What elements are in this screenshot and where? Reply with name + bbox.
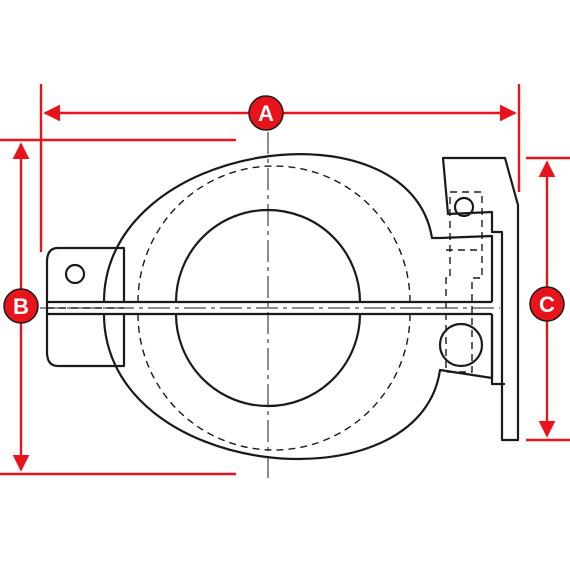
dim-a-badge-circle [248, 95, 284, 131]
hidden-screw [445, 191, 483, 373]
dim-b-label: B [13, 294, 29, 319]
left-ear [45, 246, 126, 368]
clamp-outline [45, 153, 520, 461]
clamp-lower-half [102, 313, 494, 461]
left-ear-hole [64, 263, 86, 285]
latch-pin-top [453, 196, 475, 218]
hidden-circle-lower [137, 313, 411, 451]
centerlines [40, 132, 500, 478]
dim-c-label: C [539, 292, 555, 317]
clamp-upper-half [102, 153, 494, 303]
dim-b-badge: B [3, 288, 39, 324]
latch-lever [441, 156, 520, 442]
dim-a-label: A [258, 101, 274, 126]
dimension-lines [0, 84, 570, 476]
dim-a-badge: A [248, 95, 284, 131]
latch-bracket [490, 314, 505, 386]
dim-c-badge-circle [529, 286, 565, 322]
dim-c-badge: C [529, 286, 565, 322]
latch-pin-bottom [438, 322, 484, 368]
dim-b-badge-circle [3, 288, 39, 324]
hidden-circle-upper [137, 165, 411, 303]
